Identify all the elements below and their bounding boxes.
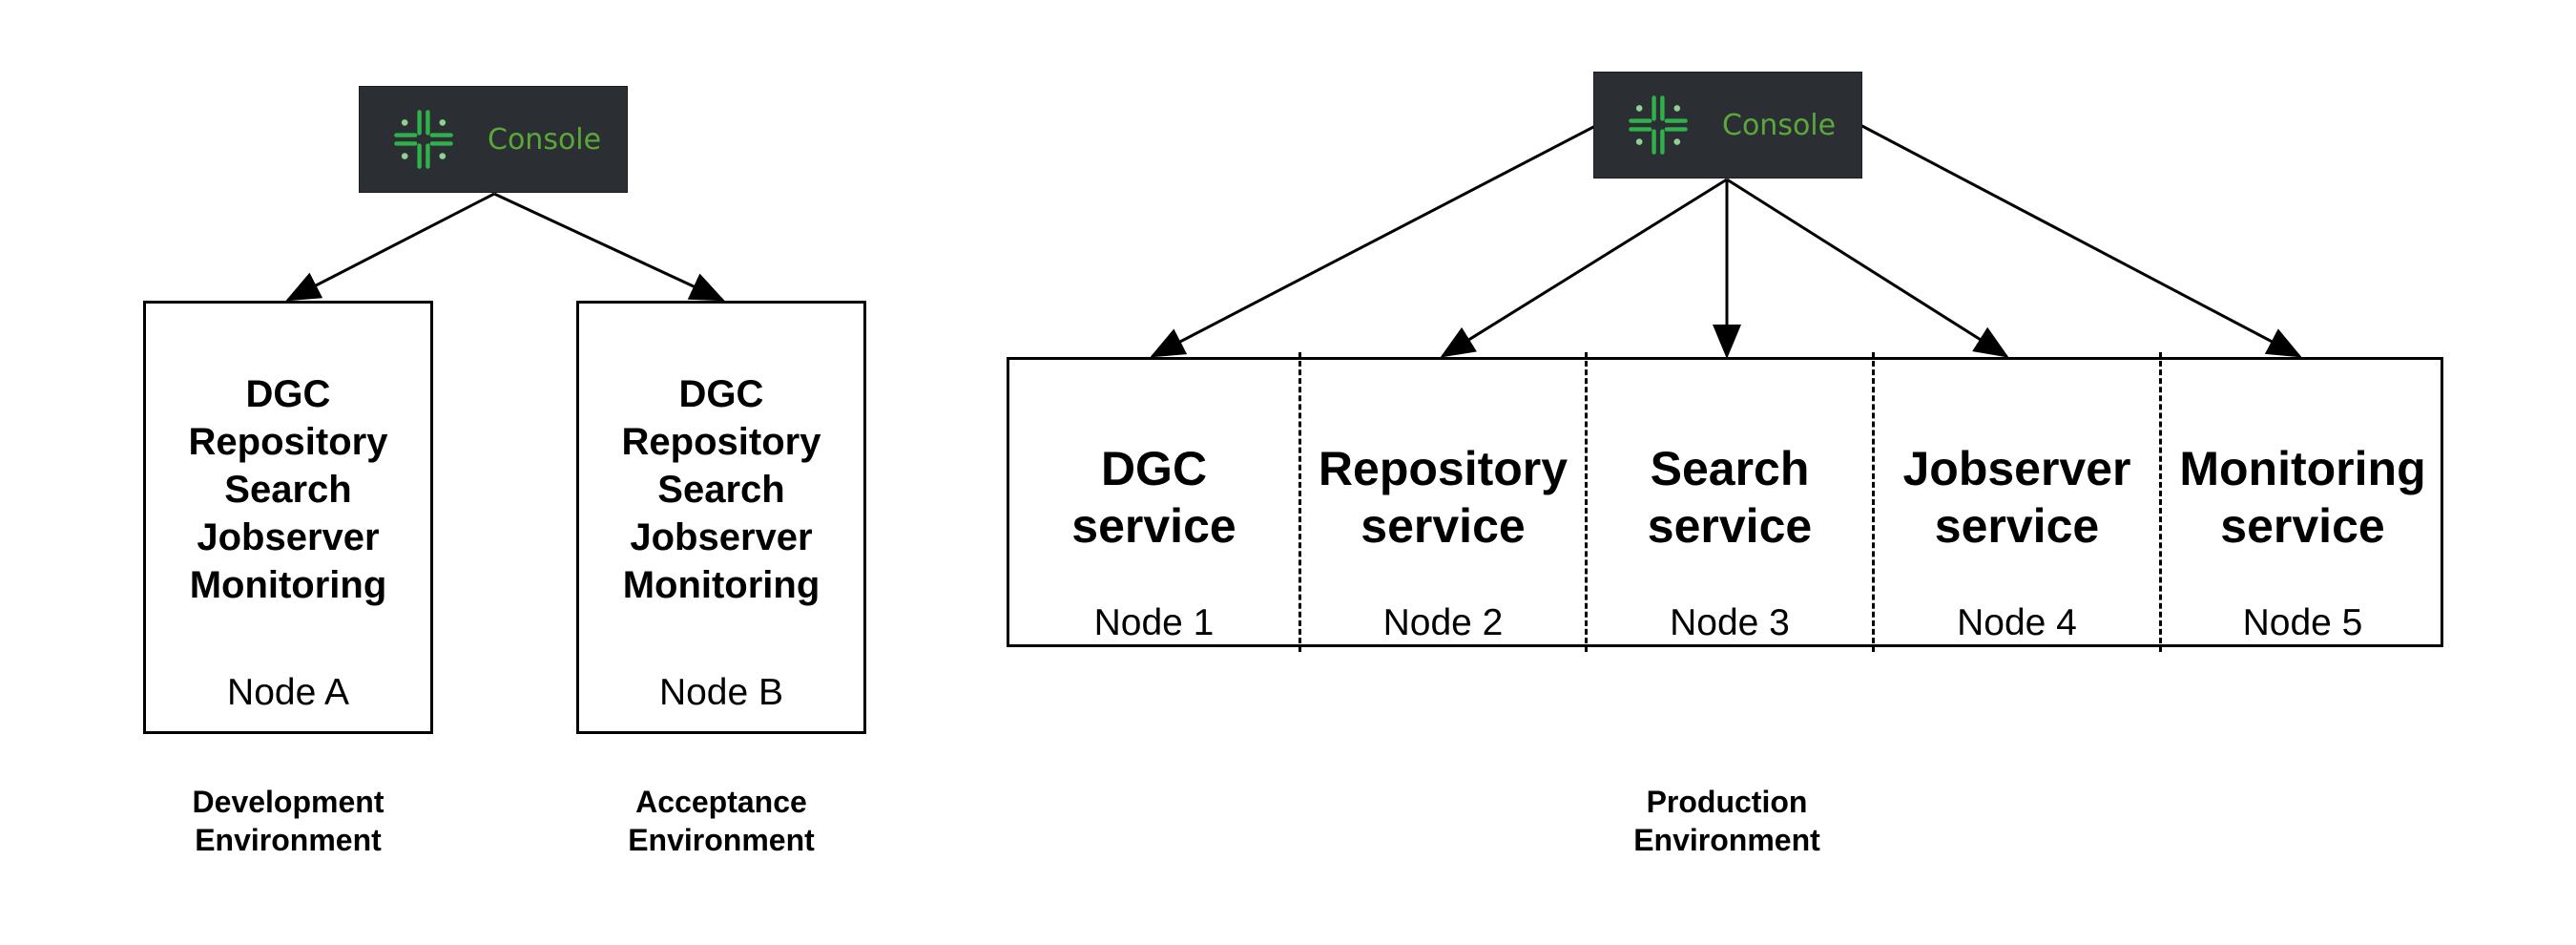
service-label: Repository xyxy=(1318,442,1568,495)
service-label: Monitoring xyxy=(2179,442,2426,495)
env-label-line: Production xyxy=(1646,785,1808,819)
env-label-line: Environment xyxy=(195,823,382,857)
arrow-console-to-node-b xyxy=(493,192,725,302)
node-3-name: Node 3 xyxy=(1670,602,1790,643)
node-2-cell: Repository service Node 2 xyxy=(1298,352,1585,652)
service-label: service xyxy=(1071,499,1236,553)
node-2-name: Node 2 xyxy=(1382,602,1504,643)
production-env-label: Production Environment xyxy=(1536,783,1918,859)
service-label: Repository xyxy=(188,421,388,463)
arrow-console-to-node-1 xyxy=(1150,122,1600,358)
service-label: Jobserver xyxy=(1902,442,2131,495)
acceptance-env-label: Acceptance Environment xyxy=(530,783,912,859)
arrow-console-to-node-5 xyxy=(1858,122,2302,358)
node-a-name: Node A xyxy=(227,672,349,713)
service-label: service xyxy=(1361,499,1526,553)
node-2-service: Repository service xyxy=(1301,440,1585,555)
console-label: Console xyxy=(488,122,602,157)
dev-console-badge: Console xyxy=(359,86,628,193)
console-label: Console xyxy=(1722,108,1837,142)
node-5-cell: Monitoring service Node 5 xyxy=(2159,352,2443,652)
service-label: Jobserver xyxy=(630,516,813,558)
service-label: service xyxy=(2220,499,2385,553)
service-label: DGC xyxy=(1100,442,1208,495)
service-label: DGC xyxy=(678,373,764,415)
service-label: Search xyxy=(1650,442,1810,495)
service-label: Monitoring xyxy=(622,564,821,606)
env-label-line: Environment xyxy=(1633,823,1820,857)
service-label: Search xyxy=(224,469,352,511)
env-label-line: Development xyxy=(192,785,384,819)
node-4-service: Jobserver service xyxy=(1875,440,2159,555)
node-3-service: Search service xyxy=(1588,440,1872,555)
service-label: Monitoring xyxy=(189,564,387,606)
node-a-box: DGC Repository Search Jobserver Monitori… xyxy=(143,301,433,734)
service-label: Search xyxy=(657,469,785,511)
node-b-name: Node B xyxy=(658,672,784,713)
node-a-services: DGC Repository Search Jobserver Monitori… xyxy=(146,370,430,609)
development-env-label: Development Environment xyxy=(97,783,479,859)
node-4-name: Node 4 xyxy=(1957,602,2077,643)
arrow-console-to-node-a xyxy=(285,192,495,302)
prod-console-badge: Console xyxy=(1593,72,1862,178)
node-5-service: Monitoring service xyxy=(2162,440,2443,555)
node-3-cell: Search service Node 3 xyxy=(1585,352,1872,652)
env-label-line: Acceptance xyxy=(635,785,807,819)
node-1-name: Node 1 xyxy=(1093,602,1215,643)
node-b-box: DGC Repository Search Jobserver Monitori… xyxy=(576,301,866,734)
node-4-cell: Jobserver service Node 4 xyxy=(1872,352,2159,652)
collibra-logo-icon xyxy=(394,110,453,169)
arrow-console-to-node-2 xyxy=(1440,178,1728,358)
node-1-cell: DGC service Node 1 xyxy=(1009,360,1298,644)
production-nodes-strip: DGC service Node 1 Repository service No… xyxy=(1007,352,2443,652)
service-label: Jobserver xyxy=(197,516,380,558)
node-1-service: DGC service xyxy=(1009,440,1298,555)
collibra-logo-icon xyxy=(1629,95,1688,155)
service-label: service xyxy=(1934,499,2100,553)
service-label: service xyxy=(1647,499,1813,553)
arrow-console-to-node-4 xyxy=(1726,178,2009,358)
service-label: DGC xyxy=(245,373,331,415)
node-b-services: DGC Repository Search Jobserver Monitori… xyxy=(579,370,863,609)
env-label-line: Environment xyxy=(628,823,815,857)
service-label: Repository xyxy=(621,421,821,463)
node-5-name: Node 5 xyxy=(2242,602,2363,643)
